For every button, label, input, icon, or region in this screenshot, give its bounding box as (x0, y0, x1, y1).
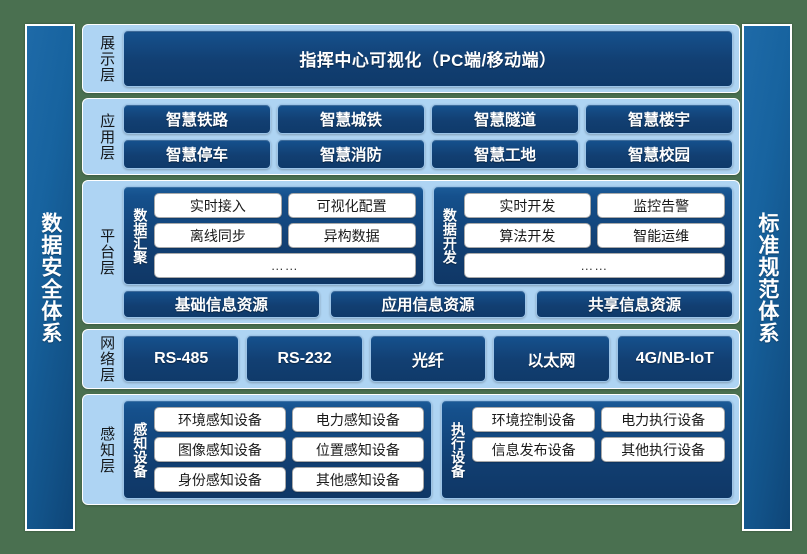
group-row: …… (463, 253, 725, 278)
app-item[interactable]: 智慧铁路 (123, 104, 271, 134)
application-row-2: 智慧停车 智慧消防 智慧工地 智慧校园 (123, 139, 733, 169)
sensing-item[interactable]: 身份感知设备 (154, 467, 286, 492)
group-row: 环境感知设备 电力感知设备 (154, 407, 424, 432)
sensing-item[interactable]: 电力感知设备 (291, 407, 424, 432)
network-item[interactable]: 光纤 (369, 335, 487, 382)
sensing-item[interactable]: 图像感知设备 (154, 437, 286, 462)
app-item[interactable]: 智慧停车 (123, 139, 271, 169)
layer-display-label: 展示层 (98, 34, 116, 83)
app-item[interactable]: 智慧消防 (277, 139, 425, 169)
layer-platform-label: 平台层 (98, 228, 116, 276)
platform-item[interactable]: 实时接入 (154, 193, 282, 218)
platform-item[interactable]: 可视化配置 (287, 193, 416, 218)
group-actuator-devices-label: 执行设备 (450, 421, 467, 478)
platform-item[interactable]: 实时开发 (463, 193, 592, 218)
app-item[interactable]: 智慧工地 (431, 139, 579, 169)
layer-display: 展示层 指挥中心可视化（PC端/移动端） (82, 24, 740, 93)
layer-platform: 平台层 数据汇聚 实时接入 可视化配置 离线同步 异 (82, 180, 740, 324)
group-actuator-devices: 执行设备 环境控制设备 电力执行设备 信息发布设备 其他执行设备 (440, 400, 733, 499)
layer-sensing: 感知层 感知设备 环境感知设备 电力感知设备 图像感知设备 (82, 394, 740, 505)
app-item[interactable]: 智慧隧道 (431, 104, 579, 134)
platform-item-ellipsis[interactable]: …… (463, 253, 725, 278)
platform-item[interactable]: 算法开发 (463, 223, 592, 248)
application-row-1: 智慧铁路 智慧城铁 智慧隧道 智慧楼宇 (123, 104, 733, 134)
network-item[interactable]: 4G/NB-IoT (616, 335, 734, 382)
sensing-item[interactable]: 环境感知设备 (154, 407, 286, 432)
group-data-development: 数据开发 实时开发 监控告警 算法开发 智能运维 …… (432, 186, 733, 285)
actuator-item[interactable]: 环境控制设备 (471, 407, 596, 432)
group-row: 图像感知设备 位置感知设备 (154, 437, 424, 462)
resource-item[interactable]: 共享信息资源 (536, 290, 734, 318)
display-command-center-bar[interactable]: 指挥中心可视化（PC端/移动端） (123, 30, 733, 87)
group-data-aggregation-label: 数据汇聚 (132, 207, 149, 264)
group-data-development-label: 数据开发 (441, 207, 458, 264)
layer-network: 网络层 RS-485 RS-232 光纤 以太网 4G/NB-IoT (82, 329, 740, 389)
actuator-item[interactable]: 其他执行设备 (601, 437, 725, 462)
group-row: …… (154, 253, 416, 278)
platform-resource-row: 基础信息资源 应用信息资源 共享信息资源 (123, 290, 734, 318)
resource-item[interactable]: 基础信息资源 (123, 290, 320, 318)
right-pillar-label: 标准规范体系 (755, 211, 779, 344)
platform-item[interactable]: 监控告警 (597, 193, 725, 218)
sensing-item[interactable]: 其他感知设备 (291, 467, 424, 492)
group-sensing-devices: 感知设备 环境感知设备 电力感知设备 图像感知设备 位置感知设备 (123, 400, 432, 499)
platform-item-ellipsis[interactable]: …… (154, 253, 416, 278)
layer-application: 应用层 智慧铁路 智慧城铁 智慧隧道 智慧楼宇 智慧停车 智慧消防 智慧工地 智… (82, 98, 740, 175)
group-row: 环境控制设备 电力执行设备 (471, 407, 725, 432)
network-item[interactable]: RS-485 (123, 335, 240, 382)
actuator-item[interactable]: 电力执行设备 (601, 407, 725, 432)
platform-item[interactable]: 智能运维 (597, 223, 725, 248)
app-item[interactable]: 智慧城铁 (277, 104, 425, 134)
layer-sensing-label: 感知层 (98, 425, 116, 474)
app-item[interactable]: 智慧校园 (585, 139, 733, 169)
group-sensing-devices-label: 感知设备 (132, 421, 149, 478)
group-row: 信息发布设备 其他执行设备 (471, 437, 725, 462)
actuator-item[interactable]: 信息发布设备 (471, 437, 596, 462)
sensing-groups: 感知设备 环境感知设备 电力感知设备 图像感知设备 位置感知设备 (123, 400, 733, 499)
platform-item[interactable]: 异构数据 (287, 223, 416, 248)
platform-item[interactable]: 离线同步 (154, 223, 282, 248)
group-row: 身份感知设备 其他感知设备 (154, 467, 424, 492)
left-pillar-label: 数据安全体系 (38, 211, 62, 344)
network-item[interactable]: RS-232 (246, 335, 363, 382)
right-pillar-standards: 标准规范体系 (742, 24, 792, 531)
network-items: RS-485 RS-232 光纤 以太网 4G/NB-IoT (123, 335, 734, 382)
left-pillar-data-security: 数据安全体系 (25, 24, 75, 531)
group-row: 离线同步 异构数据 (154, 223, 416, 248)
sensing-item[interactable]: 位置感知设备 (291, 437, 424, 462)
network-item[interactable]: 以太网 (493, 335, 610, 382)
group-data-aggregation: 数据汇聚 实时接入 可视化配置 离线同步 异构数据 …… (123, 186, 424, 285)
layer-stack: 展示层 指挥中心可视化（PC端/移动端） 应用层 智慧铁路 智慧城铁 智慧隧道 … (82, 24, 740, 510)
layer-application-label: 应用层 (98, 112, 116, 161)
platform-groups: 数据汇聚 实时接入 可视化配置 离线同步 异构数据 …… (123, 186, 733, 285)
layer-network-label: 网络层 (98, 335, 116, 383)
group-row: 实时接入 可视化配置 (154, 193, 416, 218)
app-item[interactable]: 智慧楼宇 (585, 104, 733, 134)
group-row: 实时开发 监控告警 (463, 193, 725, 218)
resource-item[interactable]: 应用信息资源 (329, 290, 527, 318)
group-row: 算法开发 智能运维 (463, 223, 725, 248)
